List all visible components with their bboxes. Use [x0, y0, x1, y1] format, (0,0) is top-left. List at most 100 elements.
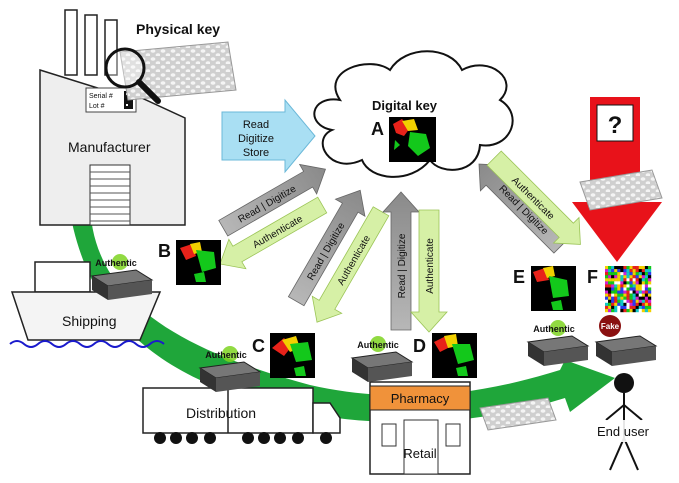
arrow-d-authenticate: Authenticate: [410, 209, 448, 333]
retail-label: Retail: [403, 446, 436, 461]
noise-cell: [641, 305, 646, 310]
noise-cell: [647, 278, 652, 282]
noise-cell: [635, 275, 639, 279]
manufacturer-factory: Manufacturer: [39, 9, 186, 226]
noise-cell: [629, 305, 633, 310]
noise-cell: [626, 287, 630, 291]
noise-cell: [620, 305, 624, 310]
noise-cell: [629, 284, 633, 288]
noise-cell: [635, 305, 639, 310]
noise-cell: [605, 284, 609, 288]
letter-d: D: [413, 336, 426, 356]
noise-cell: [647, 299, 652, 303]
digital-key-title: Digital key: [372, 98, 438, 113]
noise-cell: [617, 275, 621, 279]
letter-b: B: [158, 241, 171, 261]
noise-cell: [635, 272, 639, 276]
shipping-label: Shipping: [62, 313, 117, 329]
noise-cell: [644, 275, 649, 279]
noise-cell: [614, 281, 618, 285]
distribution-truck: Distribution: [142, 387, 341, 444]
reader-b-authentic: Authentic: [95, 258, 137, 268]
noise-cell: [605, 299, 609, 303]
noise-cell: [608, 287, 612, 291]
noise-cell: [617, 299, 621, 303]
retail-blister-pack: [479, 397, 557, 431]
noise-cell: [623, 290, 627, 294]
noise-cell: [623, 293, 627, 297]
noise-cell: [644, 272, 649, 276]
noise-cell: [605, 269, 609, 273]
noise-cell: [644, 278, 649, 282]
noise-cell: [620, 281, 624, 285]
letter-e: E: [513, 267, 525, 287]
noise-cell: [644, 302, 649, 307]
supply-chain-flow: [68, 200, 615, 423]
noise-cell: [635, 269, 639, 273]
noise-cell: [608, 272, 612, 276]
noise-cell: [629, 308, 633, 313]
noise-cell: [629, 290, 633, 294]
noise-cell: [626, 272, 630, 276]
noise-cell: [614, 275, 618, 279]
noise-cell: [632, 278, 636, 282]
noise-cell: [647, 284, 652, 288]
noise-cell: [620, 302, 624, 307]
fingerprint-d: [432, 333, 477, 378]
noise-cell: [623, 275, 627, 279]
reader-device-e: Authentic: [526, 320, 590, 366]
end-user-label: End user: [597, 424, 650, 439]
physical-key-blister-pack: [119, 41, 237, 101]
noise-cell: [632, 269, 636, 273]
noise-cell: [641, 266, 646, 270]
noise-cell: [647, 275, 652, 279]
noise-cell: [611, 302, 615, 307]
noise-cell: [635, 278, 639, 282]
noise-cell: [623, 287, 627, 291]
noise-cell: [647, 269, 652, 273]
noise-cell: [629, 269, 633, 273]
noise-cell: [620, 269, 624, 273]
noise-cell: [629, 287, 633, 291]
noise-cell: [632, 296, 636, 300]
noise-cell: [641, 299, 646, 303]
noise-cell: [638, 275, 642, 279]
noise-cell: [614, 266, 618, 270]
noise-cell: [632, 281, 636, 285]
noise-cell: [638, 290, 642, 294]
noise-cell: [638, 281, 642, 285]
reader-c-authentic: Authentic: [205, 350, 247, 360]
letter-f: F: [587, 267, 598, 287]
noise-cell: [641, 302, 646, 307]
noise-cell: [632, 284, 636, 288]
noise-cell: [641, 269, 646, 273]
arrow-d-read-digitize: Read | Digitize: [382, 191, 420, 331]
noise-cell: [635, 284, 639, 288]
store-arrow-line1: Read: [243, 119, 269, 131]
noise-cell: [623, 296, 627, 300]
noise-cell: [632, 290, 636, 294]
noise-cell: [647, 296, 652, 300]
unknown-blister-pack: [579, 169, 663, 211]
noise-cell: [647, 302, 652, 307]
noise-cell: [629, 266, 633, 270]
physical-key-title: Physical key: [136, 21, 220, 37]
noise-cell: [614, 272, 618, 276]
noise-cell: [614, 287, 618, 291]
noise-cell: [611, 308, 615, 313]
noise-cell: [635, 281, 639, 285]
noise-cell: [644, 290, 649, 294]
fingerprint-b: [176, 240, 221, 285]
manufacturer-label: Manufacturer: [68, 139, 151, 155]
noise-cell: [632, 308, 636, 313]
noise-cell: [620, 278, 624, 282]
noise-cell: [635, 302, 639, 307]
store-arrow-line2: Digitize: [238, 133, 274, 145]
noise-cell: [617, 290, 621, 294]
noise-cell: [617, 305, 621, 310]
shipping-ship: Shipping: [9, 261, 165, 348]
noise-cell: [614, 293, 618, 297]
noise-cell: [638, 278, 642, 282]
serial-number-text: Serial #: [89, 93, 113, 100]
letter-c: C: [252, 336, 265, 356]
